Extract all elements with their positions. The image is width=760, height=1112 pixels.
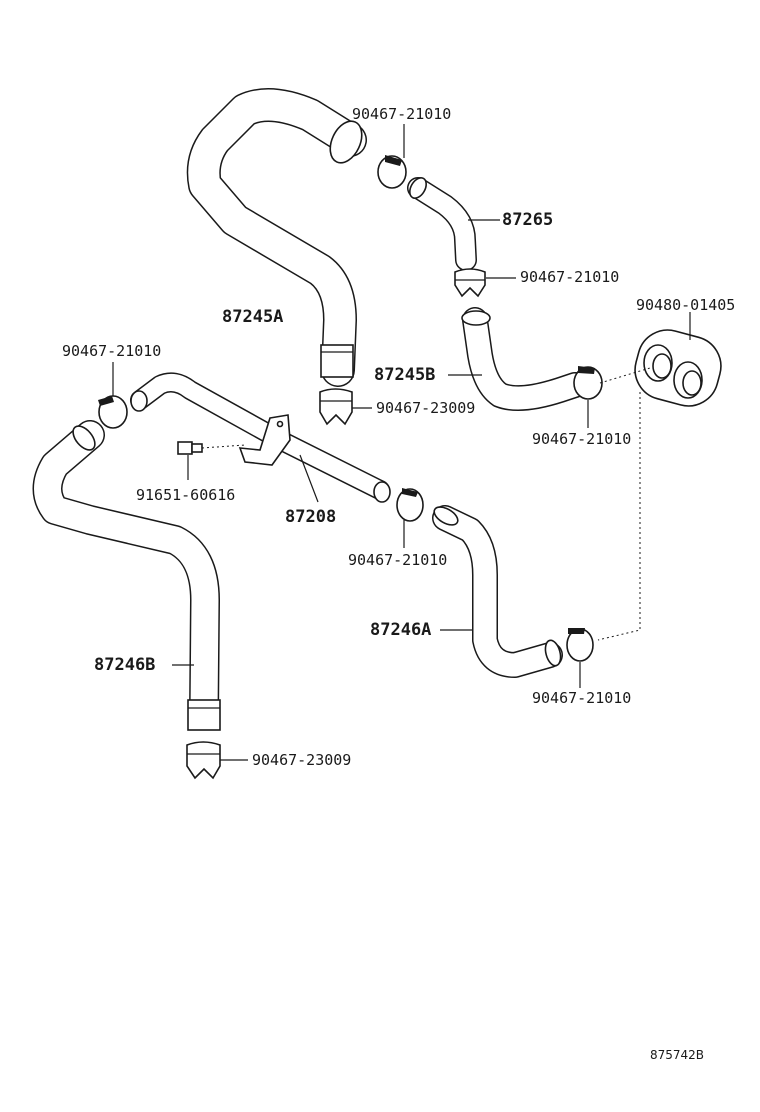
dashed-line-vertical bbox=[597, 392, 641, 641]
label-clamp-top: 90467-21010 bbox=[352, 105, 451, 123]
label-87265: 87265 bbox=[502, 210, 553, 230]
clip-right-upper bbox=[454, 268, 486, 298]
clamp-bottom-right bbox=[566, 628, 594, 662]
label-bolt: 91651-60616 bbox=[136, 486, 235, 504]
hose-87208 bbox=[130, 372, 391, 503]
label-clamp-right-mid: 90467-21010 bbox=[532, 430, 631, 448]
label-87245b: 87245B bbox=[374, 365, 435, 385]
label-clip-center: 90467-23009 bbox=[376, 399, 475, 417]
hose-87245a bbox=[186, 88, 367, 387]
label-clamp-right-upper: 90467-21010 bbox=[520, 268, 619, 286]
hose-87246b bbox=[32, 420, 221, 731]
label-87208: 87208 bbox=[285, 507, 336, 527]
label-87245a: 87245A bbox=[222, 307, 283, 327]
dashed-line-upper bbox=[599, 367, 651, 384]
clamp-top bbox=[377, 155, 407, 189]
leader-87208 bbox=[299, 454, 319, 503]
figure-code: 875742B bbox=[650, 1048, 704, 1062]
clip-bottom bbox=[186, 741, 221, 780]
label-87246a: 87246A bbox=[370, 620, 431, 640]
grommet bbox=[634, 329, 722, 407]
label-grommet: 90480-01405 bbox=[636, 296, 735, 314]
label-clamp-bottom-right: 90467-21010 bbox=[532, 689, 631, 707]
label-87246b: 87246B bbox=[94, 655, 155, 675]
label-clip-bottom: 90467-23009 bbox=[252, 751, 351, 769]
dashed-line-bolt bbox=[201, 444, 246, 449]
label-clamp-center-lower: 90467-21010 bbox=[348, 551, 447, 569]
label-clamp-left: 90467-21010 bbox=[62, 342, 161, 360]
hose-87246a bbox=[432, 505, 563, 678]
clamp-left bbox=[98, 395, 128, 429]
clamp-right-mid bbox=[573, 366, 603, 400]
hose-87245b bbox=[461, 307, 588, 412]
hose-87265 bbox=[407, 177, 477, 271]
bolt bbox=[177, 441, 203, 455]
clamp-center-lower bbox=[396, 488, 424, 522]
clip-center bbox=[319, 388, 353, 426]
